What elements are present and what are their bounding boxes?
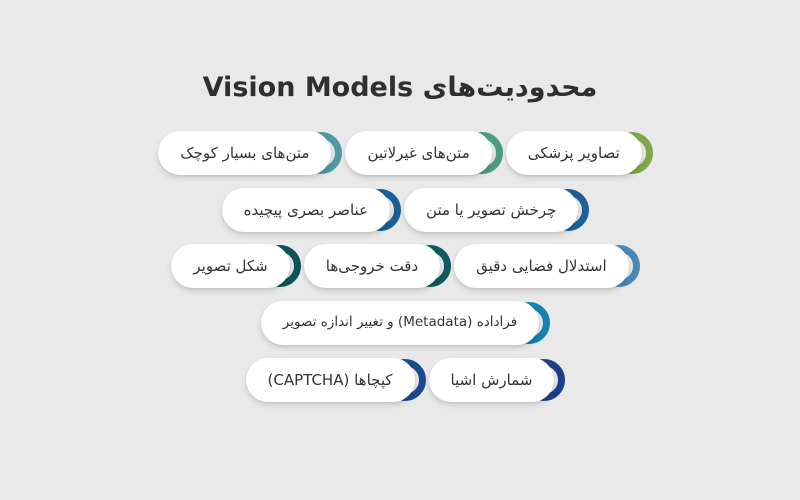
- pill-body: فراداده (Metadata) و تغییر اندازه تصویر: [260, 301, 540, 345]
- limitation-pill[interactable]: عناصر بصری پیچیده: [221, 188, 402, 232]
- pill-body: استدلال فضایی دقیق: [454, 244, 629, 288]
- pill-label: دقت خروجی‌ها: [325, 256, 419, 275]
- pill-label: متن‌های بسیار کوچک: [180, 143, 310, 162]
- page-title: محدودیت‌های Vision Models: [202, 72, 598, 103]
- pill-label: متن‌های غیرلاتین: [367, 143, 470, 162]
- pill-row-2: چرخش تصویر یا متن عناصر بصری پیچیده: [0, 188, 800, 232]
- pill-label: تصاویر پزشکی: [527, 143, 620, 162]
- pill-label: شمارش اشیا: [450, 370, 533, 389]
- pill-row-4: فراداده (Metadata) و تغییر اندازه تصویر: [0, 301, 800, 345]
- pill-body: عناصر بصری پیچیده: [221, 188, 391, 232]
- limitation-pill[interactable]: متن‌های بسیار کوچک: [158, 131, 343, 175]
- pill-body: تصاویر پزشکی: [505, 131, 642, 175]
- limitation-pill[interactable]: فراداده (Metadata) و تغییر اندازه تصویر: [260, 301, 551, 345]
- pill-row-3: استدلال فضایی دقیق دقت خروجی‌ها شکل تصویر: [0, 244, 800, 288]
- limitation-pill[interactable]: چرخش تصویر یا متن: [404, 188, 590, 232]
- limitation-pill[interactable]: شمارش اشیا: [428, 358, 566, 402]
- pill-label: چرخش تصویر یا متن: [426, 200, 557, 219]
- pill-row-5: شمارش اشیا کپچاها (CAPTCHA): [0, 358, 800, 402]
- limitation-pill[interactable]: استدلال فضایی دقیق: [454, 244, 640, 288]
- pill-label: عناصر بصری پیچیده: [243, 200, 369, 219]
- pill-label: فراداده (Metadata) و تغییر اندازه تصویر: [282, 314, 518, 331]
- pill-body: شمارش اشیا: [428, 358, 555, 402]
- pill-body: کپچاها (CAPTCHA): [245, 358, 415, 402]
- pill-body: شکل تصویر: [171, 244, 290, 288]
- pill-body: متن‌های غیرلاتین: [345, 131, 492, 175]
- pill-label: استدلال فضایی دقیق: [476, 256, 607, 275]
- limitation-pill[interactable]: متن‌های غیرلاتین: [345, 131, 503, 175]
- pill-label: شکل تصویر: [193, 256, 268, 275]
- pill-body: متن‌های بسیار کوچک: [158, 131, 332, 175]
- pill-body: دقت خروجی‌ها: [303, 244, 441, 288]
- pill-body: چرخش تصویر یا متن: [404, 188, 579, 232]
- limitation-pill[interactable]: دقت خروجی‌ها: [303, 244, 452, 288]
- pill-label: کپچاها (CAPTCHA): [267, 370, 393, 389]
- limitation-pill[interactable]: کپچاها (CAPTCHA): [245, 358, 426, 402]
- pill-row-1: تصاویر پزشکی متن‌های غیرلاتین متن‌های بسیا…: [0, 131, 800, 175]
- limitation-pill[interactable]: شکل تصویر: [171, 244, 301, 288]
- limitation-pill[interactable]: تصاویر پزشکی: [505, 131, 653, 175]
